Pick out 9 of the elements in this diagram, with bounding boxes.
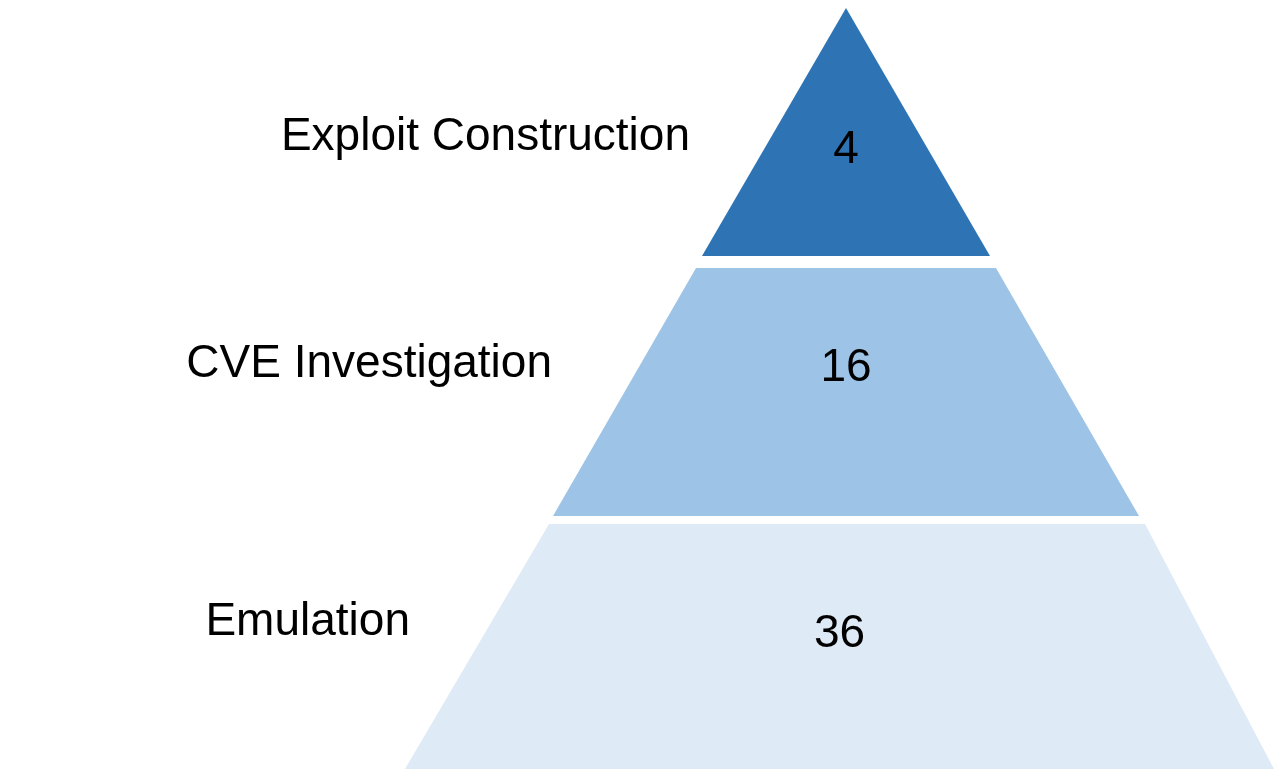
count-value: 16 — [820, 339, 872, 391]
count-value: 4 — [833, 121, 859, 173]
level-label: Exploit Construction — [280, 107, 690, 161]
pyramid-level — [702, 8, 990, 256]
pyramid-level — [553, 268, 1139, 516]
level-label: Emulation — [205, 592, 410, 646]
count-value: 36 — [813, 605, 866, 657]
pyramid-level — [405, 524, 1274, 769]
level-label: CVE Investigation — [186, 334, 552, 388]
